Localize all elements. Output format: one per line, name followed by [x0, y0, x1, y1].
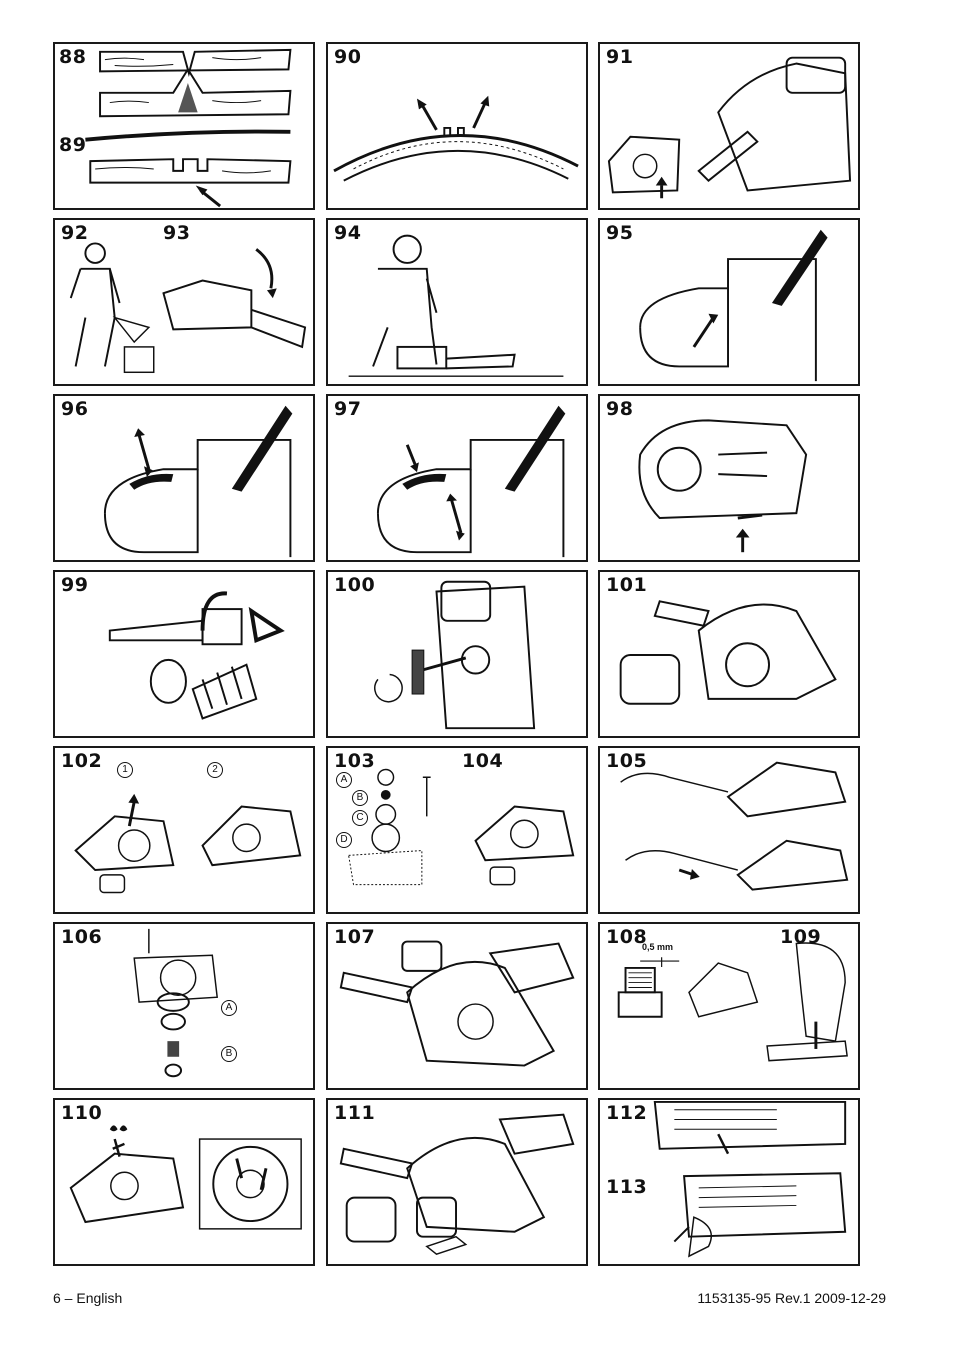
starter-spring-illustration	[348, 768, 575, 886]
part-marker: A	[336, 772, 352, 788]
figure-number: 103	[334, 750, 376, 772]
figure-number: 109	[780, 926, 822, 948]
figure-number: 88	[59, 46, 87, 68]
starter-rope-illustration	[74, 793, 302, 894]
figure-number: 91	[606, 46, 634, 68]
part-marker: B	[352, 790, 368, 806]
chain-brake-activated-illustration	[103, 405, 293, 558]
figure-panel-100: 100	[326, 570, 588, 738]
figure-number: 108	[606, 926, 648, 948]
part-marker: B	[221, 1046, 237, 1062]
figure-number: 100	[334, 574, 376, 596]
chain-brake-illustration	[639, 229, 828, 382]
figure-panel-99: 99	[53, 570, 315, 738]
figure-number: 110	[61, 1102, 103, 1124]
figure-panel-103-104: 103 104 A B C D	[326, 746, 588, 914]
chainsaw-cover-illustration	[607, 56, 852, 199]
chainsaw-starter-removed-illustration	[619, 600, 837, 705]
figure-number: 98	[606, 398, 634, 420]
step-marker: 1	[117, 762, 133, 778]
operator-and-chainsaw-illustration	[69, 242, 307, 374]
figure-panel-108-109: 108 109 0,5 mm	[598, 922, 860, 1090]
figure-panel-92-93: 92 93	[53, 218, 315, 386]
step-marker: 2	[207, 762, 223, 778]
page-footer-left: 6 – English	[53, 1290, 123, 1306]
spark-plug-gap-label: 0,5 mm	[642, 942, 674, 952]
recoil-spring-assembly-illustration	[133, 928, 219, 1078]
figure-number: 102	[61, 750, 103, 772]
figure-number: 105	[606, 750, 648, 772]
part-marker: D	[336, 832, 352, 848]
spark-plug-and-bar-illustration	[617, 942, 848, 1062]
figure-panel-95: 95	[598, 218, 860, 386]
figure-number: 99	[61, 574, 89, 596]
figure-number: 101	[606, 574, 648, 596]
figure-number: 97	[334, 398, 362, 420]
figure-panel-96: 96	[53, 394, 315, 562]
figure-number: 93	[163, 222, 191, 244]
part-marker: A	[221, 1000, 237, 1016]
figure-panel-91: 91	[598, 42, 860, 210]
chain-brake-check-illustration	[376, 405, 566, 558]
clutch-lubrication-illustration	[69, 1125, 302, 1230]
clutch-cover-illustration	[638, 419, 808, 553]
figure-number: 104	[462, 750, 504, 772]
figure-number: 112	[606, 1102, 648, 1124]
figure-panel-90: 90	[326, 42, 588, 210]
operator-starting-chainsaw-illustration	[348, 234, 564, 377]
figure-panel-102: 102 1 2	[53, 746, 315, 914]
figure-panel-112-113: 112 113	[598, 1098, 860, 1266]
figure-panel-88-89: 88 89	[53, 42, 315, 210]
figure-number: 111	[334, 1102, 376, 1124]
figure-panel-101: 101	[598, 570, 860, 738]
part-marker: C	[352, 810, 368, 826]
figure-number: 94	[334, 222, 362, 244]
figure-panel-107: 107	[326, 922, 588, 1090]
arched-log-illustration	[333, 95, 579, 182]
log-notch-illustration	[85, 48, 292, 208]
figure-number: 89	[59, 134, 87, 156]
figure-number: 95	[606, 222, 634, 244]
figure-number: 107	[334, 926, 376, 948]
chainsaw-cleaning-illustration	[339, 1113, 575, 1256]
chainsaw-cylinder-cover-illustration	[339, 940, 575, 1067]
figure-panel-94: 94	[326, 218, 588, 386]
figure-number: 106	[61, 926, 103, 948]
figure-panel-106: 106 A B	[53, 922, 315, 1090]
figure-panel-111: 111	[326, 1098, 588, 1266]
cooling-system-illustration	[653, 1100, 847, 1258]
figure-panel-97: 97	[326, 394, 588, 562]
figure-number: 90	[334, 46, 362, 68]
figure-number: 92	[61, 222, 89, 244]
starter-tensioning-illustration	[620, 761, 849, 891]
figure-panel-105: 105	[598, 746, 860, 914]
figure-number: 96	[61, 398, 89, 420]
figure-number: 113	[606, 1176, 648, 1198]
screwdriver-illustration	[374, 580, 536, 730]
figure-panel-98: 98	[598, 394, 860, 562]
muffler-screen-illustration	[108, 591, 285, 720]
page-footer-right: 1153135-95 Rev.1 2009-12-29	[697, 1290, 886, 1306]
figure-panel-110: 110	[53, 1098, 315, 1266]
